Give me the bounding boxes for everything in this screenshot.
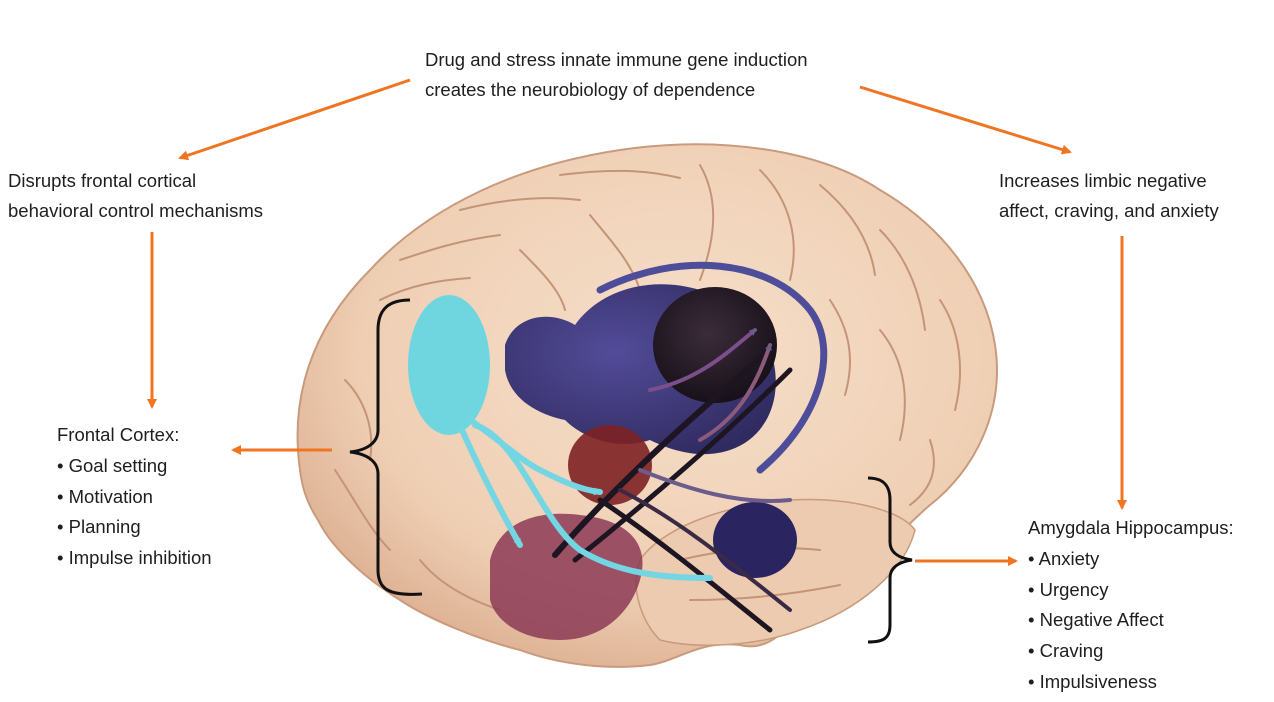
- frontal-bracket: [349, 298, 423, 596]
- thalamus-region: [568, 425, 652, 505]
- right-caption-line1: Increases limbic negative: [999, 170, 1207, 191]
- right-caption-line2: affect, craving, and anxiety: [999, 200, 1219, 221]
- left-caption: Disrupts frontal cortical behavioral con…: [8, 166, 263, 226]
- list-item: Goal setting: [57, 451, 212, 482]
- temporal-region: [490, 513, 643, 640]
- list-item: Negative Affect: [1028, 605, 1234, 636]
- top-caption: Drug and stress innate immune gene induc…: [425, 45, 808, 105]
- top-caption-line1: Drug and stress innate immune gene induc…: [425, 49, 808, 70]
- frontal-cortex-list: Goal setting Motivation Planning Impulse…: [57, 451, 212, 574]
- amygdala-hippocampus-list: Anxiety Urgency Negative Affect Craving …: [1028, 544, 1234, 698]
- list-item: Planning: [57, 512, 212, 543]
- amygdala-hippocampus-block: Amygdala Hippocampus: Anxiety Urgency Ne…: [1028, 513, 1234, 698]
- left-caption-line2: behavioral control mechanisms: [8, 200, 264, 221]
- amygdala-region: [713, 502, 797, 578]
- orange-arrows: [147, 78, 1127, 566]
- list-item: Craving: [1028, 636, 1234, 667]
- frontal-cortex-oval: [408, 295, 490, 435]
- brain-illustration: [296, 143, 998, 668]
- list-item: Anxiety: [1028, 544, 1234, 575]
- amygdala-bracket: [867, 476, 913, 644]
- left-caption-line1: Disrupts frontal cortical: [8, 170, 197, 191]
- frontal-cortex-heading: Frontal Cortex:: [57, 424, 180, 445]
- list-item: Motivation: [57, 482, 212, 513]
- list-item: Urgency: [1028, 575, 1234, 606]
- dark-pathways: [552, 261, 828, 633]
- amygdala-hippocampus-heading: Amygdala Hippocampus:: [1028, 517, 1234, 538]
- list-item: Impulse inhibition: [57, 543, 212, 574]
- arrow-top-to-right: [859, 85, 1072, 155]
- frontal-cortex-block: Frontal Cortex: Goal setting Motivation …: [57, 420, 212, 574]
- top-caption-line2: creates the neurobiology of dependence: [425, 79, 756, 100]
- right-caption: Increases limbic negative affect, cravin…: [999, 166, 1219, 226]
- list-item: Impulsiveness: [1028, 667, 1234, 698]
- arrow-top-to-left: [178, 78, 411, 161]
- cyan-pathways: [459, 417, 713, 582]
